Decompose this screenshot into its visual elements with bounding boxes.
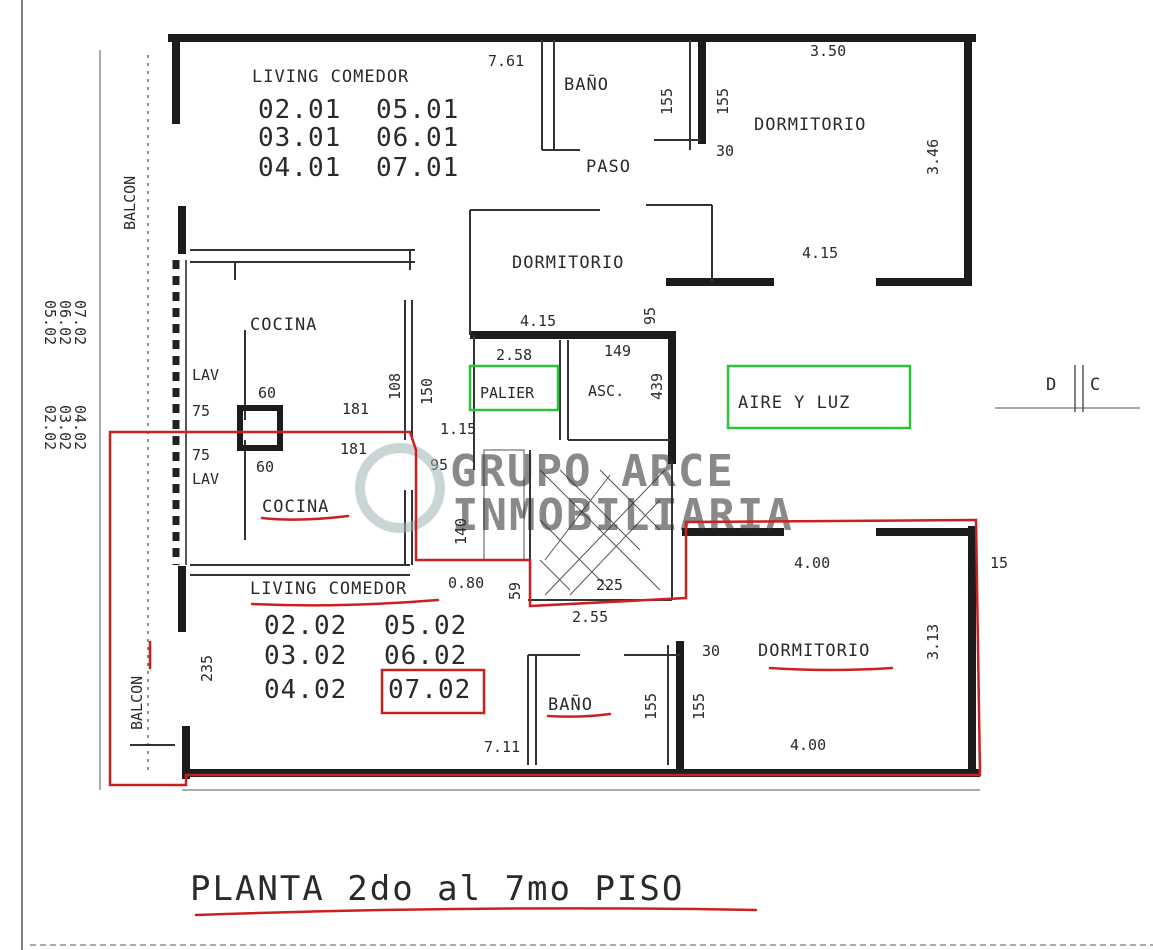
lower-cocina-label: COCINA [262,497,329,517]
lower-bano-label: BAÑO [548,693,593,715]
upper-dim-761: 7.61 [488,52,524,70]
upper-lav-label: LAV [192,366,219,384]
section-mark-c: C [1090,375,1101,395]
margin-unit-labels: 05.02 06.02 07.02 02.02 03.02 04.02 [41,300,89,450]
upper-living-label: LIVING COMEDOR [252,67,409,87]
margin-label-units-top-1: 05.02 [41,300,59,345]
core-dim-258: 2.58 [496,346,532,364]
lower-unit-number-3a: 04.02 [264,675,347,705]
lower-unit-number-1b: 05.02 [384,611,467,641]
aire-y-luz-label: AIRE Y LUZ [738,393,850,413]
lower-lav-label: LAV [192,470,219,488]
core-dim-255: 2.55 [572,608,608,626]
core-dim-149: 149 [604,342,631,360]
upper-dim-30: 30 [716,142,734,160]
upper-unit-number-1b: 05.01 [376,95,459,125]
upper-dim-108: 108 [386,373,404,400]
highlighted-unit-box [380,668,486,715]
stair-hatch [237,405,666,596]
plan-title: PLANTA 2do al 7mo PISO [190,869,684,909]
watermark-line-1: GRUPO ARCE [450,446,735,497]
upper-dim-155-a: 155 [658,88,676,115]
upper-dim-346: 3.46 [924,139,942,175]
watermark-logo-icon [355,443,445,533]
upper-balcon-label: BALCON [121,176,139,230]
lower-dim-15: 15 [990,554,1008,572]
lower-dim-080: 0.80 [448,574,484,592]
lower-dormitorio-label: DORMITORIO [758,641,870,661]
lower-dim-400-top: 4.00 [794,554,830,572]
balcony-railing [147,55,187,770]
upper-dim-60: 60 [258,384,276,402]
plan-title-group: PLANTA 2do al 7mo PISO [190,869,684,909]
upper-dim-415-right: 4.15 [802,244,838,262]
upper-unit-number-2b: 06.01 [376,123,459,153]
upper-unit: LIVING COMEDOR 02.01 05.01 03.01 06.01 0… [121,42,942,420]
lower-dim-155-a: 155 [642,693,660,720]
green-highlights [468,364,912,430]
aire-y-luz-area: AIRE Y LUZ D C [738,375,1101,413]
lower-unit-number-2b: 06.02 [384,641,467,671]
watermark-line-2: INMOBILIARIA [452,490,794,541]
upper-bano-label: BAÑO [564,73,609,95]
upper-dormitorio-mid-label: DORMITORIO [512,253,624,273]
upper-unit-number-2a: 03.01 [258,123,341,153]
lower-dim-155-b: 155 [690,693,708,720]
lower-balcon-label: BALCON [128,676,146,730]
lower-dim-400-bottom: 4.00 [790,736,826,754]
upper-unit-number-1a: 02.01 [258,95,341,125]
lower-dim-313: 3.13 [924,624,942,660]
lower-unit: 75 LAV 60 181 COCINA LIVING COMEDOR 0.80… [128,440,1008,756]
margin-label-units-top-3: 07.02 [71,300,89,345]
upper-dim-415-mid: 4.15 [520,312,556,330]
core-area: 2.58 149 PALIER ASC. 439 1.15 95 140 225… [430,342,666,626]
upper-paso-label: PASO [586,157,631,177]
margin-label-units-bottom-1: 02.02 [41,405,59,450]
upper-dim-150: 150 [418,378,436,405]
lower-living-label: LIVING COMEDOR [250,579,407,599]
section-mark-d: D [1046,375,1057,395]
core-dim-439: 439 [648,373,666,400]
watermark: GRUPO ARCE INMOBILIARIA [355,443,794,541]
exterior-walls [168,34,980,779]
upper-cocina-label: COCINA [250,315,317,335]
lower-unit-number-highlighted: 07.02 [388,675,471,705]
lower-dim-60: 60 [256,458,274,476]
lower-dim-75: 75 [192,446,210,464]
lower-dim-235: 235 [198,655,216,682]
palier-highlight-box [468,364,560,412]
upper-dim-181: 181 [342,400,369,418]
upper-unit-number-3b: 07.01 [376,153,459,183]
selected-unit-outline [108,430,982,787]
upper-dim-95: 95 [641,307,659,325]
interior-partitions [130,40,713,765]
core-dim-225: 225 [596,576,623,594]
margin-label-units-bottom-2: 03.02 [56,405,74,450]
upper-dim-155-b: 155 [714,88,732,115]
lower-dim-30: 30 [702,642,720,660]
core-dim-140: 140 [452,518,470,545]
core-dim-115: 1.15 [440,420,476,438]
upper-dim-75: 75 [192,402,210,420]
core-dim-59: 59 [506,582,524,600]
upper-unit-number-3a: 04.01 [258,153,341,183]
upper-dormitorio-right-label: DORMITORIO [754,115,866,135]
lower-unit-number-2a: 03.02 [264,641,347,671]
lower-dim-711: 7.11 [484,738,520,756]
aire-y-luz-highlight-box [726,364,912,430]
core-palier-label: PALIER [480,384,535,402]
upper-dim-350: 3.50 [810,42,846,60]
red-underlines [148,514,894,917]
lower-unit-number-1a: 02.02 [264,611,347,641]
margin-label-units-top-2: 06.02 [56,300,74,345]
lower-dim-181: 181 [340,440,367,458]
margin-label-units-bottom-3: 04.02 [71,405,89,450]
page-frame [21,0,1153,950]
core-asc-label: ASC. [588,382,624,400]
